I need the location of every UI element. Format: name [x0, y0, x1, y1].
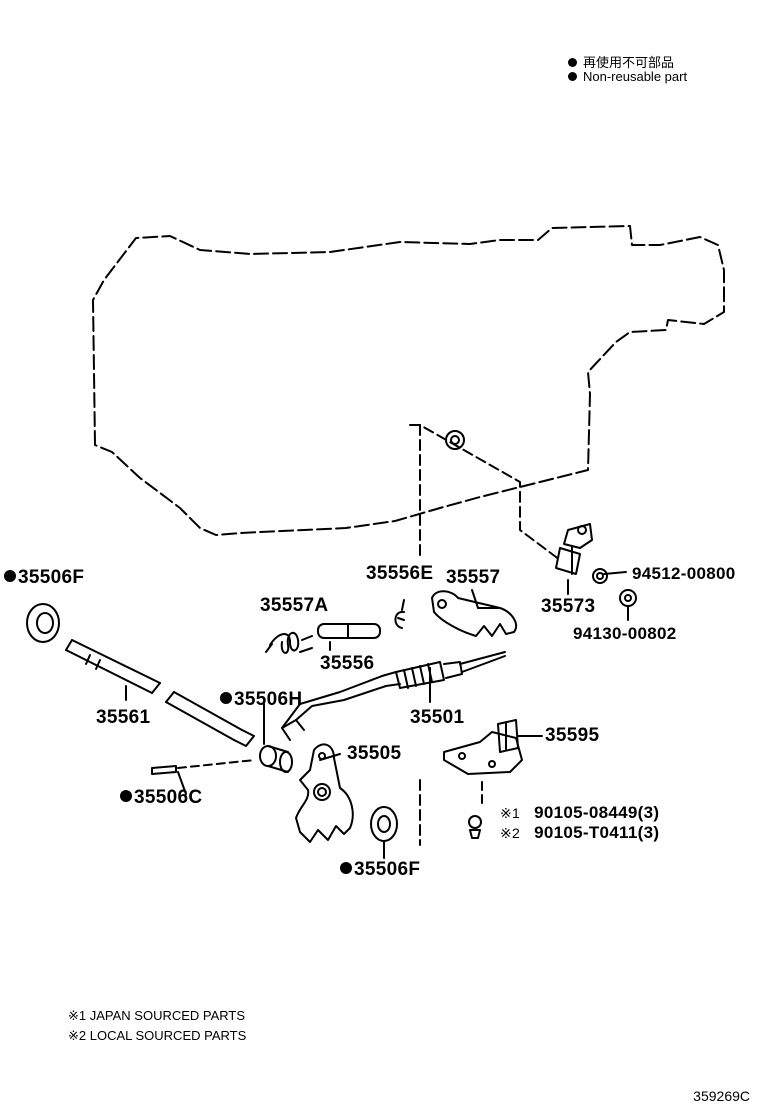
part-label-35501[interactable]: 35501	[410, 707, 465, 728]
part-label-35506H[interactable]: 35506H	[220, 690, 302, 710]
transmission-outline	[92, 225, 725, 536]
part-label-35573[interactable]: 35573	[541, 596, 596, 617]
legend-text-en: Non-reusable part	[583, 69, 688, 84]
non-reusable-dot-icon	[120, 789, 132, 802]
part-label-35506F-bottom[interactable]: 35506F	[340, 860, 420, 880]
figure-id: 359269C	[693, 1088, 750, 1104]
pin-35556	[317, 623, 381, 639]
part-label-35556E[interactable]: 35556E	[366, 563, 434, 584]
cable-35501	[281, 651, 506, 741]
bushing-35506H	[259, 745, 293, 773]
non-reusable-dot-icon	[568, 72, 577, 82]
case-hole-seal	[445, 430, 465, 450]
footnote-local: ※2 LOCAL SOURCED PARTS	[68, 1028, 247, 1043]
non-reusable-dot-icon	[568, 58, 577, 68]
footnote-japan: ※1 JAPAN SOURCED PARTS	[68, 1008, 246, 1023]
legend-text-ja: 再使用不可部品	[583, 55, 675, 70]
nut-94512	[592, 568, 608, 584]
part-label-35506F-top[interactable]: 35506F	[4, 568, 84, 588]
bracket-35573	[555, 523, 593, 575]
part-label-94130-00802[interactable]: 94130-00802	[573, 624, 677, 643]
part-label-35595[interactable]: 35595	[545, 725, 600, 746]
clip-35556E	[394, 610, 405, 629]
nut-94130	[619, 589, 637, 607]
part-label-35505[interactable]: 35505	[347, 743, 402, 764]
bracket-35595	[443, 719, 523, 775]
part-label-35557[interactable]: 35557	[446, 567, 501, 588]
detent-lever-35557	[431, 590, 518, 637]
part-label-35557A[interactable]: 35557A	[260, 595, 329, 616]
bolt-90105	[468, 815, 482, 839]
non-reusable-dot-icon	[340, 861, 352, 874]
shaft-35561	[65, 639, 255, 747]
seal-35506F-top	[26, 603, 60, 643]
spring-35557A	[265, 631, 313, 654]
pin-35506C	[151, 765, 177, 775]
part-label-35506C[interactable]: 35506C	[120, 788, 202, 808]
legend-japanese: 再使用不可部品	[568, 52, 674, 71]
non-reusable-dot-icon	[4, 569, 16, 582]
part-label-35561[interactable]: 35561	[96, 707, 151, 728]
seal-35506F-bottom	[370, 806, 398, 842]
part-label-94512-00800[interactable]: 94512-00800	[632, 564, 736, 583]
non-reusable-dot-icon	[220, 691, 232, 704]
legend-english: Non-reusable part	[568, 69, 687, 84]
manual-lever-35505	[295, 743, 354, 843]
part-label-35556[interactable]: 35556	[320, 653, 375, 674]
